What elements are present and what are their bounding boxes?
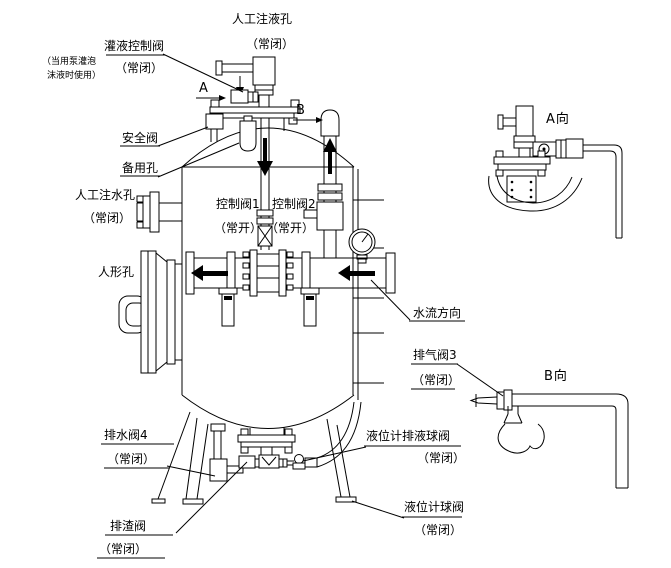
water-fill-nozzle — [136, 191, 182, 233]
top-fill-valve — [215, 56, 276, 107]
label-fill-control-valve-state: （常闭） — [115, 61, 164, 75]
right-riser-pipe — [303, 109, 344, 258]
label-slag-discharge-valve-state: （常闭） — [99, 542, 148, 556]
manhole-flange — [118, 250, 183, 374]
safety-valve — [205, 113, 224, 142]
label-view-a: A向 — [546, 112, 570, 127]
label-underlines — [97, 54, 465, 559]
bottom-drain-assembly — [237, 427, 318, 470]
label-control-valve-2-state: （常开） — [266, 221, 315, 235]
label-fill-control-valve: 灌液控制阀 — [104, 39, 165, 53]
label-control-valve-2: 控制阀2 — [272, 197, 316, 211]
level-gauge-pipe — [316, 401, 362, 468]
label-level-gauge-drain-ball-valve: 液位计排液球阀 — [366, 429, 451, 443]
label-level-gauge-ball-valve-state: （常闭） — [414, 523, 463, 537]
label-level-gauge-ball-valve: 液位计球阀 — [404, 500, 465, 514]
label-safety-valve: 安全阀 — [122, 131, 159, 145]
section-markers — [196, 95, 323, 123]
label-spare-hole: 备用孔 — [122, 161, 159, 175]
main-horizontal-pipe — [185, 249, 396, 327]
label-view-b: B向 — [544, 369, 568, 384]
label-manual-liquid-fill-hole: 人工注液孔 — [232, 12, 293, 26]
label-drain-valve-4: 排水阀4 — [104, 428, 148, 442]
label-section-marker-b: B — [296, 103, 305, 118]
label-section-marker-a: A — [199, 81, 208, 96]
center-down-pipe — [256, 118, 274, 250]
label-exhaust-valve-3: 排气阀3 — [413, 348, 457, 362]
drain-valve-4 — [209, 423, 244, 482]
view-a-detail — [488, 105, 623, 239]
view-b-detail — [469, 389, 629, 489]
label-manual-liquid-fill-hole-state: （常闭） — [246, 37, 295, 51]
label-water-flow-direction: 水流方向 — [413, 306, 462, 320]
label-manual-water-fill-hole-state: （常闭） — [83, 211, 132, 225]
label-exhaust-valve-3-state: （常闭） — [412, 373, 461, 387]
spare-hole — [239, 115, 257, 152]
tank-legs — [151, 411, 357, 505]
label-level-gauge-drain-ball-valve-state: （常闭） — [417, 451, 466, 465]
label-drain-valve-4-state: （常闭） — [107, 452, 156, 466]
label-manhole: 人形孔 — [98, 265, 135, 279]
leader-lines — [157, 53, 504, 534]
label-control-valve-1: 控制阀1 — [216, 197, 260, 211]
label-manual-water-fill-hole: 人工注水孔 — [75, 188, 136, 202]
pressure-gauge — [348, 228, 376, 264]
label-control-valve-1-state: （常开） — [214, 221, 263, 235]
label-slag-discharge-valve: 排渣阀 — [110, 519, 147, 533]
label-pump-note-line1: （当用泵灌泡 — [42, 57, 97, 67]
label-pump-note-line2: 沫液时使用） — [47, 71, 102, 81]
